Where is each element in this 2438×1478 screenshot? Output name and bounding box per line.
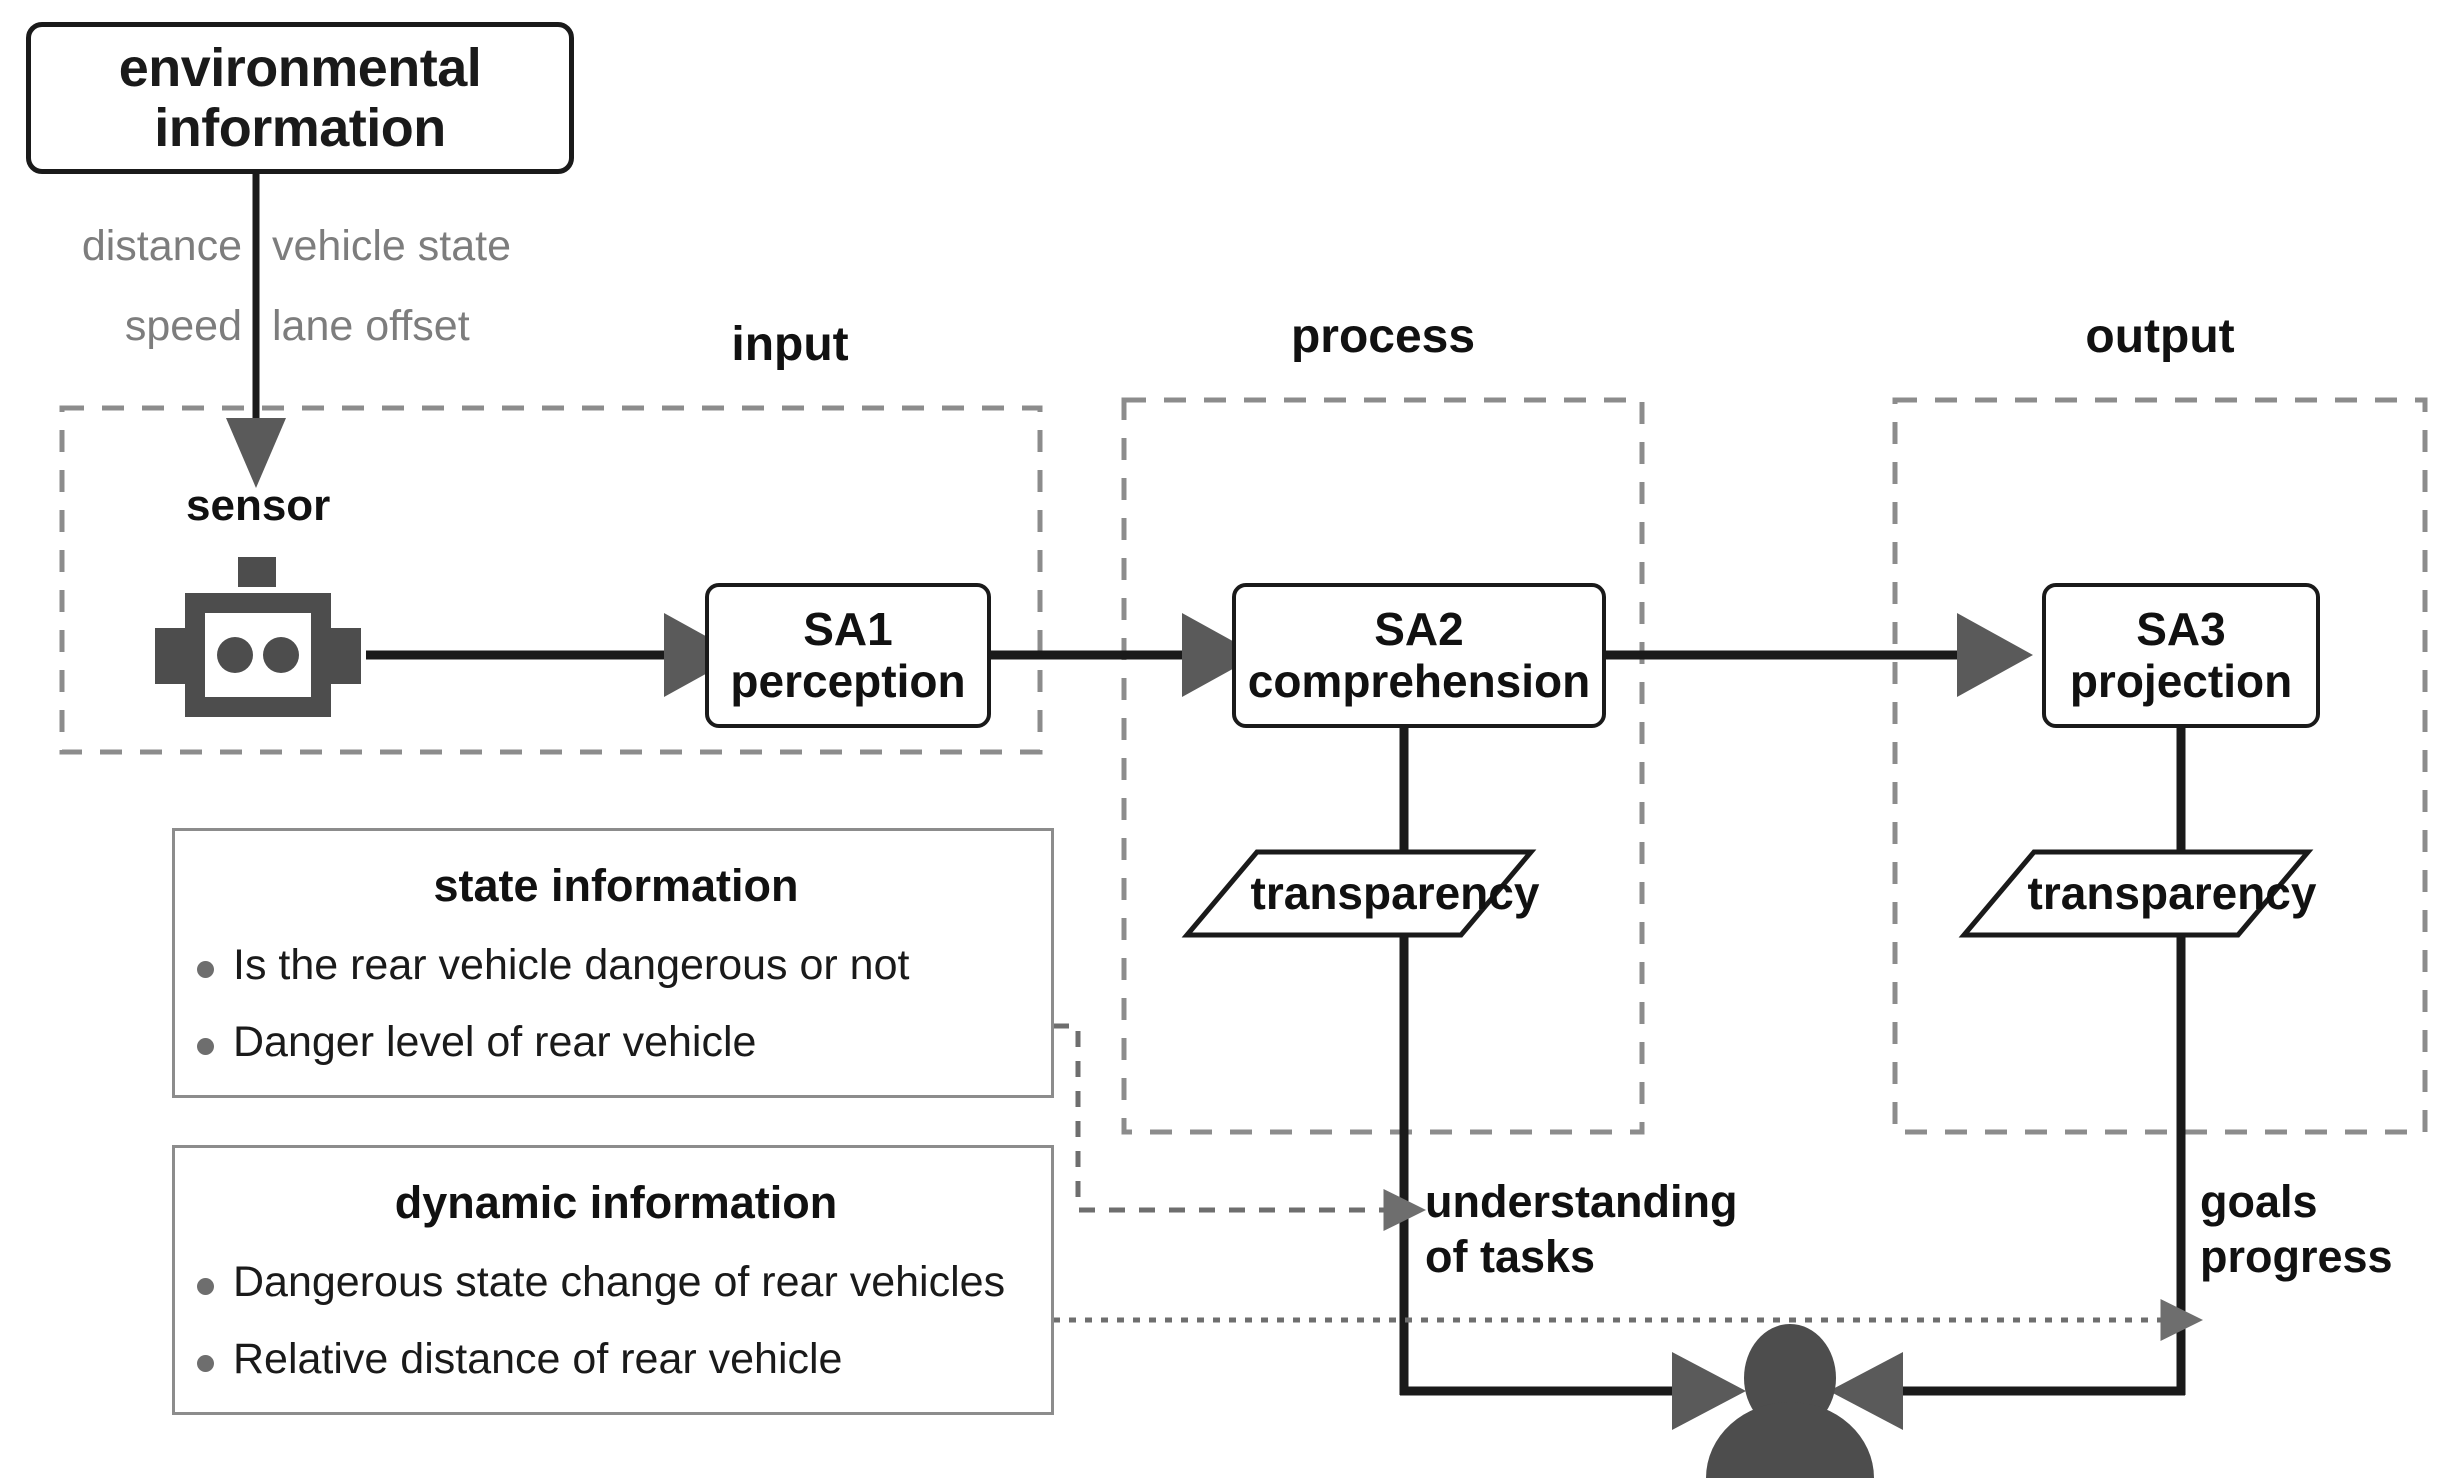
arrowhead-sa1-to-sa2 (1182, 613, 1258, 697)
arrowhead-sa2-to-sa3 (1957, 613, 2033, 697)
panel-state-information-item-0: Is the rear vehicle dangerous or not (233, 941, 910, 989)
robot-icon (155, 557, 361, 717)
flow-label-understanding-line1: understanding (1425, 1176, 1738, 1227)
bullet-icon (197, 1355, 214, 1372)
panel-dynamic-information: dynamic information Dangerous state chan… (172, 1145, 1054, 1415)
node-sa1-subtitle: perception (730, 654, 966, 707)
panel-state-information-title: state information (433, 860, 799, 911)
node-sa2-subtitle: comprehension (1247, 654, 1591, 707)
flow-label-goals-progress: goals progress (2200, 1175, 2393, 1285)
section-header-process: process (1290, 310, 1476, 363)
node-sa1-title: SA1 (803, 602, 893, 655)
flow-label-understanding-of-tasks: understanding of tasks (1425, 1175, 1738, 1285)
flow-label-understanding-line2: of tasks (1425, 1230, 1596, 1282)
arrowhead-sa3-to-person (1829, 1352, 1903, 1430)
node-sa3-projection[interactable]: SA3 projection (2042, 583, 2320, 728)
transparency-shape-output (1958, 849, 2314, 938)
sensor-label: sensor (186, 481, 331, 530)
arrowhead-sensor-to-sa1 (664, 613, 740, 697)
param-speed: speed (124, 302, 242, 350)
env-title-line1: environmental (118, 37, 482, 98)
panel-state-information-item-1: Danger level of rear vehicle (233, 1018, 757, 1066)
panel-state-information: state information Is the rear vehicle da… (172, 828, 1054, 1098)
env-title-line2: information (154, 98, 446, 158)
section-header-output: output (2085, 310, 2235, 363)
node-sa1-perception[interactable]: SA1 perception (705, 583, 991, 728)
flow-label-goals-line1: goals (2200, 1176, 2318, 1227)
section-header-input: input (731, 318, 849, 371)
transparency-shape-process (1181, 849, 1537, 938)
transparency-label-output: transparency (2027, 867, 2317, 919)
section-box-input (59, 405, 1043, 755)
section-box-output (1892, 397, 2428, 1135)
bullet-icon (197, 1278, 214, 1295)
node-sa2-title: SA2 (1374, 602, 1464, 655)
person-icon (1706, 1324, 1874, 1478)
flow-label-goals-line2: progress (2200, 1230, 2393, 1282)
bullet-icon (197, 1038, 214, 1055)
param-lane-offset: lane offset (272, 302, 470, 350)
arrowhead-env-to-sensor (226, 418, 286, 488)
param-distance: distance (81, 222, 242, 270)
node-sa3-subtitle: projection (2069, 654, 2293, 707)
param-vehicle-state: vehicle state (272, 222, 512, 270)
panel-dynamic-information-title: dynamic information (394, 1177, 838, 1228)
panel-dynamic-information-item-0: Dangerous state change of rear vehicles (233, 1258, 1006, 1306)
node-sa2-comprehension[interactable]: SA2 comprehension (1232, 583, 1606, 728)
section-box-process (1121, 397, 1645, 1135)
arrowhead-sa2-to-person (1672, 1352, 1746, 1430)
bullet-icon (197, 961, 214, 978)
transparency-label-process: transparency (1250, 867, 1540, 919)
panel-dynamic-information-item-1: Relative distance of rear vehicle (233, 1335, 843, 1383)
node-sa3-title: SA3 (2136, 602, 2226, 655)
environmental-information-box: environmental information (26, 22, 574, 174)
dotted-connector-state-info (1053, 1023, 1426, 1231)
